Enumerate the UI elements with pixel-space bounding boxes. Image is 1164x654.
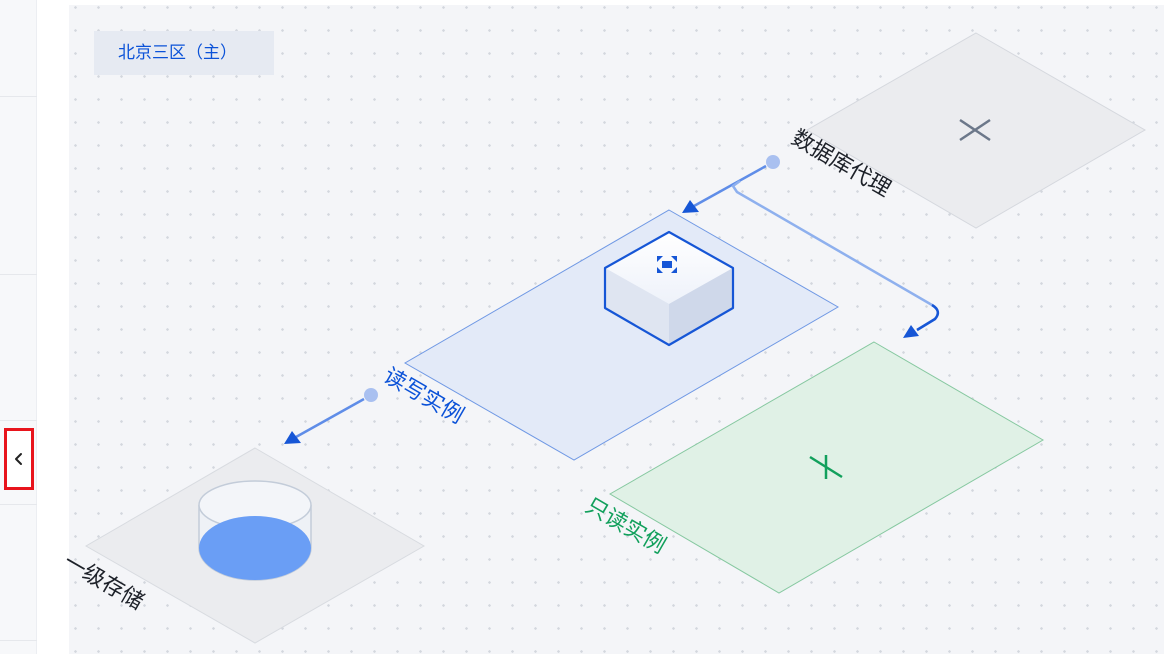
storage-cylinder-icon <box>198 480 312 581</box>
chevron-left-icon <box>15 453 22 465</box>
strip-divider <box>0 274 37 275</box>
proxy-node[interactable]: 数据库代理 <box>787 32 1147 229</box>
rw-cube <box>603 230 735 347</box>
rw-instance-node[interactable]: 读写实例 <box>379 209 840 461</box>
collapse-panel-button[interactable] <box>4 428 34 490</box>
strip-divider <box>0 504 37 505</box>
proxy-plus-icon[interactable] <box>959 118 991 142</box>
ro-plus-icon[interactable] <box>809 455 843 479</box>
region-badge: 北京三区（主） <box>94 31 274 75</box>
strip-divider <box>0 420 37 421</box>
strip-divider <box>0 96 37 97</box>
connector-proxy-ro <box>731 179 940 338</box>
connector-rw-storage <box>284 388 378 444</box>
connector-proxy-rw <box>682 155 780 213</box>
strip-divider <box>0 640 37 641</box>
left-panel-strip <box>0 0 37 654</box>
storage-node[interactable]: 一级存储 <box>59 447 426 644</box>
expand-arrows-icon[interactable] <box>657 256 677 273</box>
